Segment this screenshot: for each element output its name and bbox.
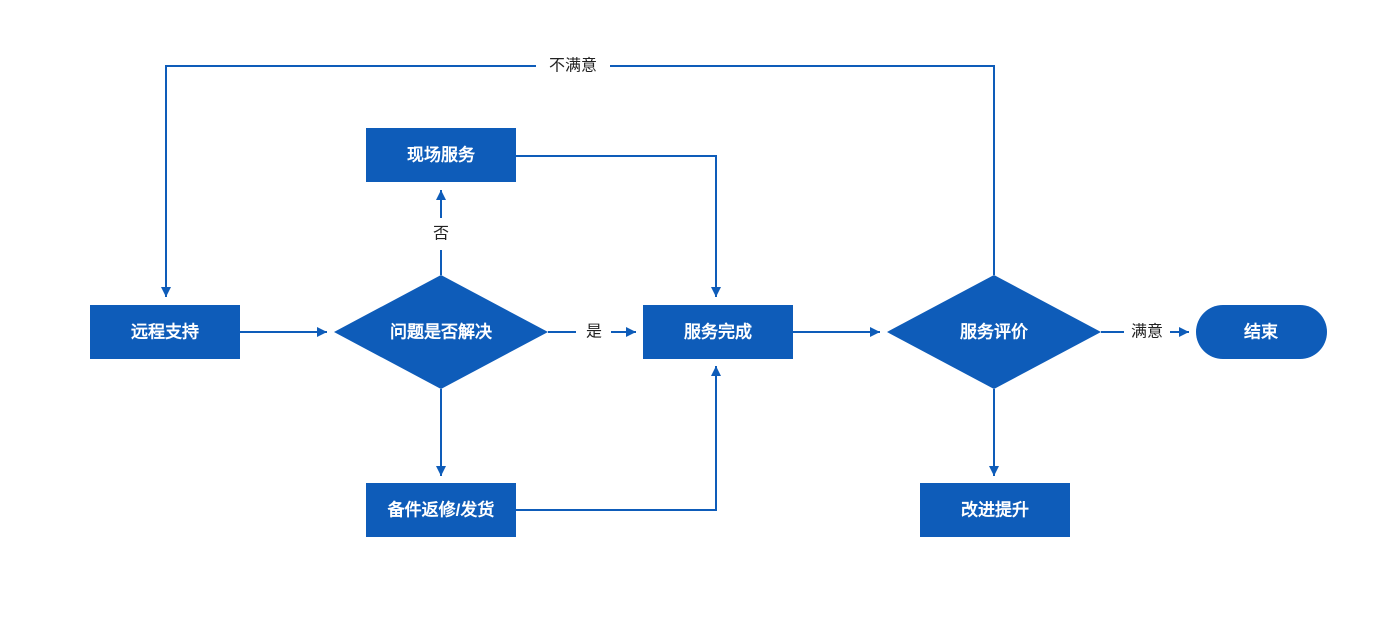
node-parts-repair: 备件返修/发货 [366, 483, 516, 537]
node-onsite-service: 现场服务 [366, 128, 516, 182]
edge-label-no: 否 [433, 226, 449, 243]
node-onsite-service-label: 现场服务 [407, 145, 476, 165]
edge-onsite-to-complete [516, 155, 721, 297]
node-service-complete: 服务完成 [643, 305, 793, 359]
edge-parts-to-complete [516, 366, 721, 511]
edge-evaluation-unsatisfied-segment [610, 65, 995, 275]
edge-label-yes: 是 [586, 324, 602, 341]
node-end-label: 结束 [1244, 322, 1278, 342]
node-improve: 改进提升 [920, 483, 1070, 537]
node-end: 结束 [1196, 305, 1327, 359]
edge-label-satisfied: 满意 [1131, 322, 1163, 341]
node-remote-support: 远程支持 [90, 305, 240, 359]
node-service-evaluation-label: 服务评价 [960, 322, 1029, 342]
node-parts-repair-label: 备件返修/发货 [387, 500, 495, 520]
edge-unsatisfied-to-remote [161, 65, 536, 297]
node-remote-support-label: 远程支持 [131, 322, 199, 342]
node-problem-solved-label: 问题是否解决 [390, 322, 493, 342]
node-problem-solved-decision: 问题是否解决 [334, 275, 548, 389]
node-improve-label: 改进提升 [961, 500, 1029, 520]
edge-label-unsatisfied: 不满意 [549, 56, 597, 75]
node-service-complete-label: 服务完成 [684, 322, 752, 342]
node-service-evaluation-decision: 服务评价 [887, 275, 1101, 389]
